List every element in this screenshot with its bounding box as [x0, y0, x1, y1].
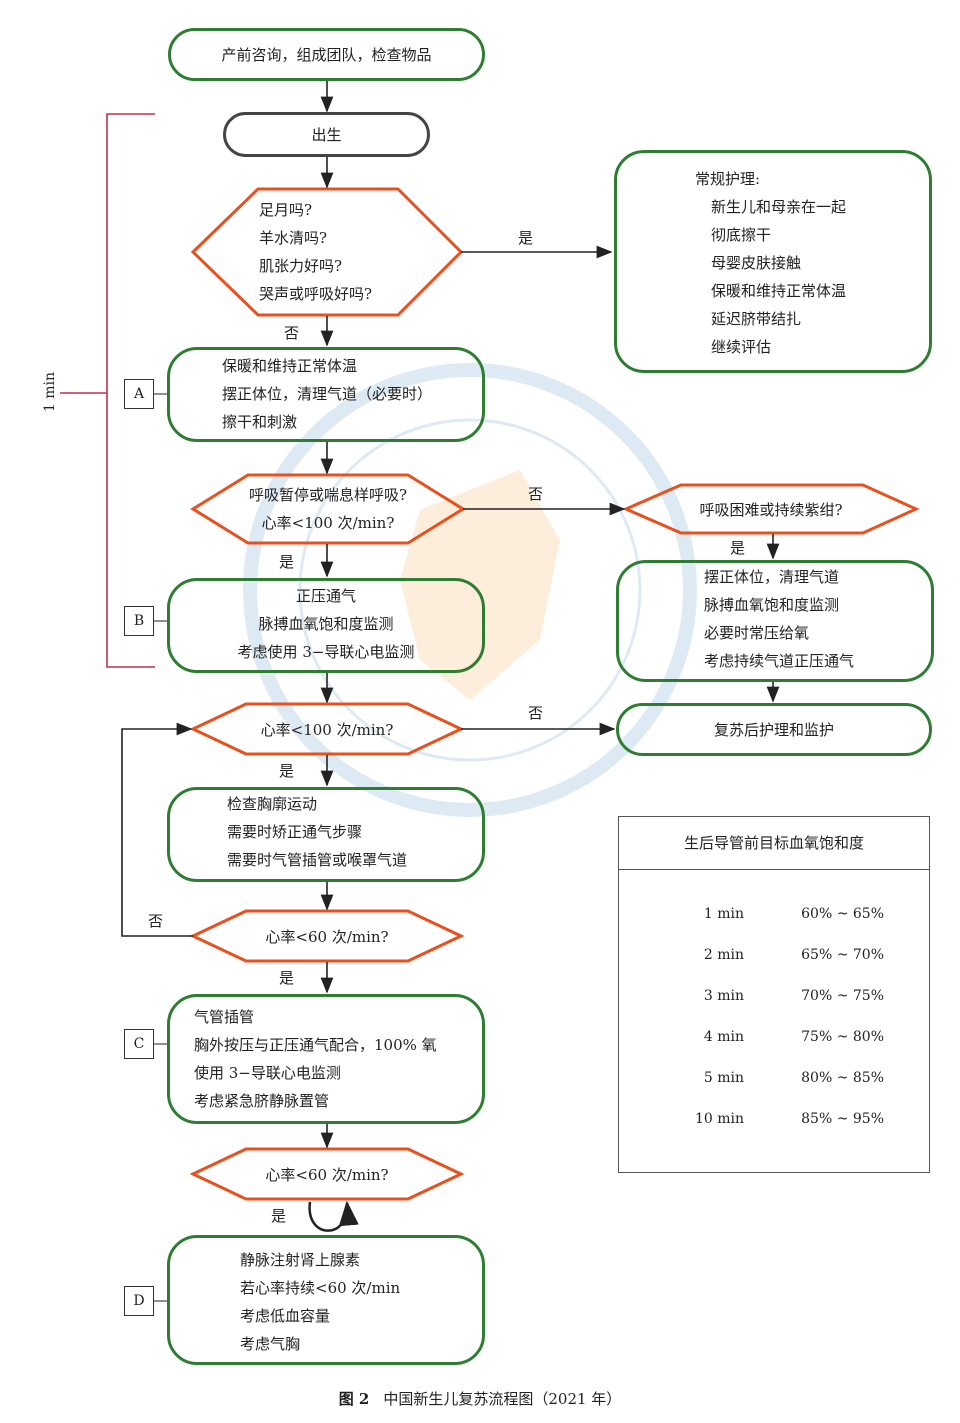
step-label-c: C: [124, 1029, 154, 1059]
birth-text: 出生: [311, 126, 342, 144]
edge-no-distress: 否: [528, 485, 544, 503]
edge-no-loop: 否: [148, 912, 164, 930]
figure-caption: 图 2 中国新生儿复苏流程图（2021 年）: [0, 1388, 960, 1409]
figure-title: 中国新生儿复苏流程图（2021 年）: [383, 1390, 622, 1408]
prenatal-text: 产前咨询，组成团队，检查物品: [221, 46, 432, 64]
time-bracket: [60, 113, 155, 668]
step-d-box: [167, 1235, 485, 1365]
hr60b-text: 心率<60 次/min?: [265, 1166, 389, 1184]
step-label-b: B: [124, 606, 154, 636]
spo2-row: 4 min 75% ~ 80%: [703, 1029, 884, 1045]
routine-care-box: [614, 150, 932, 373]
step-label-d: D: [124, 1286, 154, 1316]
decision-distress-shape: [622, 483, 920, 535]
step-a-box: [167, 347, 485, 442]
edge-yes-right-care: 是: [730, 539, 746, 557]
chest-box: [167, 787, 485, 882]
step-label-a: A: [124, 379, 154, 409]
time-label: 1 min: [42, 371, 58, 413]
birth-box: [223, 112, 430, 157]
step-b-text: 正压通气脉搏血氧饱和度监测考虑使用 3−导联心电监测: [237, 587, 415, 661]
step-c-box: [167, 994, 485, 1124]
distress-text: 呼吸困难或持续紫绀?: [699, 501, 843, 519]
spo2-row: 5 min 80% ~ 85%: [703, 1070, 884, 1086]
spo2-row: 1 min 60% ~ 65%: [703, 906, 884, 922]
spo2-row: 10 min 85% ~ 95%: [694, 1111, 884, 1127]
hr60a-text: 心率<60 次/min?: [265, 928, 389, 946]
spo2-table: 生后导管前目标血氧饱和度 1 min 60% ~ 65% 2 min 65% ~…: [618, 816, 930, 1173]
post-care-box: [616, 703, 932, 756]
edge-yes-c: 是: [279, 969, 295, 987]
assess1-text: 足月吗?羊水清吗? 肌张力好吗?哭声或呼吸好吗?: [259, 201, 373, 303]
spo2-row: 3 min 70% ~ 75%: [703, 988, 884, 1004]
flow-arrows: [121, 80, 780, 1232]
step-connectors: [154, 393, 167, 1302]
chest-text: 检查胸廓运动需要时矫正通气步骤需要时气管插管或喉罩气道: [227, 795, 408, 869]
routine-care-text: 常规护理: 新生儿和母亲在一起 彻底擦干 母婴皮肤接触 保暖和维持正常体温 延迟…: [695, 165, 846, 361]
edge-no-post-care: 否: [528, 704, 544, 722]
assess2-text: 呼吸暂停或喘息样呼吸?心率<100 次/min?: [248, 486, 408, 532]
decision-hr60b-shape: [189, 1147, 465, 1201]
routine-care-title: 常规护理:: [695, 170, 761, 188]
hr100-text: 心率<100 次/min?: [260, 721, 394, 739]
post-care-text: 复苏后护理和监护: [713, 721, 834, 739]
edge-yes-d: 是: [271, 1207, 287, 1225]
decision-hr60a-shape: [189, 909, 465, 963]
step-b-box: [167, 578, 485, 673]
spo2-row: 2 min 65% ~ 70%: [703, 947, 884, 963]
edge-yes-routine: 是: [518, 229, 534, 247]
edge-no-a: 否: [284, 324, 300, 342]
right-care-box: [616, 560, 934, 682]
spo2-table-title: 生后导管前目标血氧饱和度: [619, 817, 929, 870]
figure-number: 图 2: [338, 1390, 370, 1408]
right-care-text: 摆正体位，清理气道脉搏血氧饱和度监测 必要时常压给氧考虑持续气道正压通气: [704, 568, 855, 670]
edge-yes-b: 是: [279, 553, 295, 571]
step-a-text: 保暖和维持正常体温摆正体位，清理气道（必要时）擦干和刺激: [222, 357, 433, 431]
step-c-text: 气管插管胸外按压与正压通气配合，100% 氧 使用 3−导联心电监测考虑紧急脐静…: [194, 1008, 437, 1110]
prenatal-box: [168, 28, 485, 81]
step-d-text: 静脉注射肾上腺素若心率持续<60 次/min 考虑低血容量考虑气胸: [240, 1251, 401, 1353]
edge-yes-chest: 是: [279, 762, 295, 780]
